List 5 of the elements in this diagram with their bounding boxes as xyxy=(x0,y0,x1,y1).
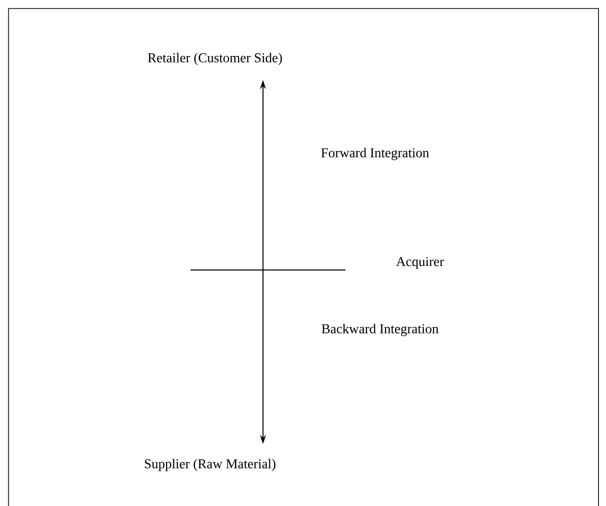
node-label: Supplier (Raw Material) xyxy=(144,458,276,472)
node-label: Retailer (Customer Side) xyxy=(148,52,282,66)
node-label: Acquirer xyxy=(396,257,444,269)
edge-label: Backward Integration xyxy=(322,324,438,336)
edge-label: Forward Integration xyxy=(321,148,429,160)
